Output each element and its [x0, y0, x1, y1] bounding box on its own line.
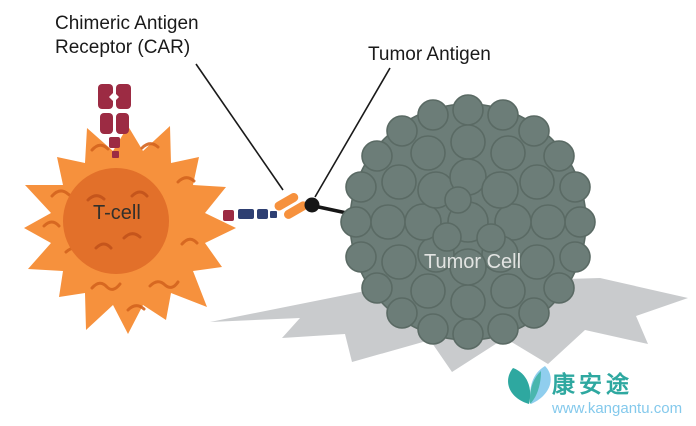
car-scfv [274, 192, 308, 219]
tumor-lumps-inner [404, 158, 532, 286]
car-linker-block [270, 211, 277, 218]
receptor-stem-block [109, 137, 120, 148]
antigen-pointer-line [314, 67, 391, 198]
t-cell-nucleus [63, 168, 169, 274]
car-label-line2: Receptor (CAR) [55, 37, 190, 58]
car-pointer-line [195, 63, 284, 191]
scfv-chain [283, 201, 308, 219]
watermark: 康安途 www.kangantu.com [508, 366, 682, 417]
watermark-leaf-icon [508, 366, 551, 404]
pointer-lines [195, 63, 391, 198]
tumor-cell: Tumor Cell [340, 94, 596, 350]
tumor-antigen-label: Tumor Antigen [368, 44, 491, 65]
receptor-domain [98, 84, 113, 109]
diagram-labels: Chimeric Antigen Receptor (CAR) Tumor An… [55, 13, 491, 65]
receptor-domain [100, 113, 113, 134]
receptor-hinge-star [109, 92, 119, 102]
car-linker-segment [238, 209, 254, 219]
car-receptor-top [98, 84, 131, 158]
watermark-brand: 康安途 [552, 371, 633, 397]
tumor-cell-label: Tumor Cell [424, 251, 521, 273]
car-bridge [223, 192, 357, 221]
car-label-line1: Chimeric Antigen [55, 13, 199, 34]
receptor-domain [116, 84, 131, 109]
tumor-antigen-dot [304, 197, 320, 213]
receptor-domain [116, 113, 129, 134]
watermark-url: www.kangantu.com [551, 400, 682, 417]
t-cell-nucleus-texture [86, 190, 149, 250]
receptor-stem-block [112, 151, 119, 158]
car-linker-segment [257, 209, 268, 219]
scfv-chain [274, 192, 299, 211]
tumor-lumps-middle [370, 124, 566, 320]
t-cell-label: T-cell [93, 202, 141, 224]
car-transmembrane-block [223, 210, 234, 221]
t-cell: T-cell [24, 126, 236, 334]
